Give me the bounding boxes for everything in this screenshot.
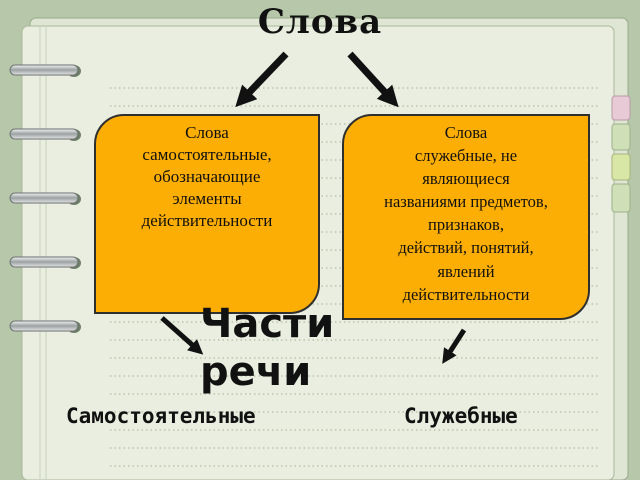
spiral-ring-icon <box>9 64 81 77</box>
spiral-ring-icon <box>9 128 81 141</box>
parts-of-speech-text: Части речи <box>200 301 335 395</box>
function-words-box: Слова служебные, не являющиеся названиям… <box>342 114 590 320</box>
spiral-binding <box>9 64 81 333</box>
function-label: Служебные <box>404 404 518 428</box>
spiral-ring-icon <box>9 192 81 205</box>
diagram-title: Слова <box>257 2 383 42</box>
arrow-icon <box>235 51 289 108</box>
independent-label: Самостоятельные <box>66 404 256 428</box>
spiral-ring-icon <box>9 320 81 333</box>
independent-words-box: Слова самостоятельные, обозначающие элем… <box>94 114 320 314</box>
arrow-icon <box>442 328 467 364</box>
arrow-icon <box>347 51 399 108</box>
index-tab <box>611 153 631 181</box>
index-tab <box>611 123 631 151</box>
spiral-ring-icon <box>9 256 81 269</box>
index-tab <box>611 183 631 213</box>
independent-words-text: Слова самостоятельные, обозначающие элем… <box>141 123 273 231</box>
arrow-icon <box>160 316 204 355</box>
parts-of-speech-label: Части речи <box>200 300 400 396</box>
index-tab <box>611 95 631 121</box>
function-words-text: Слова служебные, не являющиеся названиям… <box>384 123 548 304</box>
